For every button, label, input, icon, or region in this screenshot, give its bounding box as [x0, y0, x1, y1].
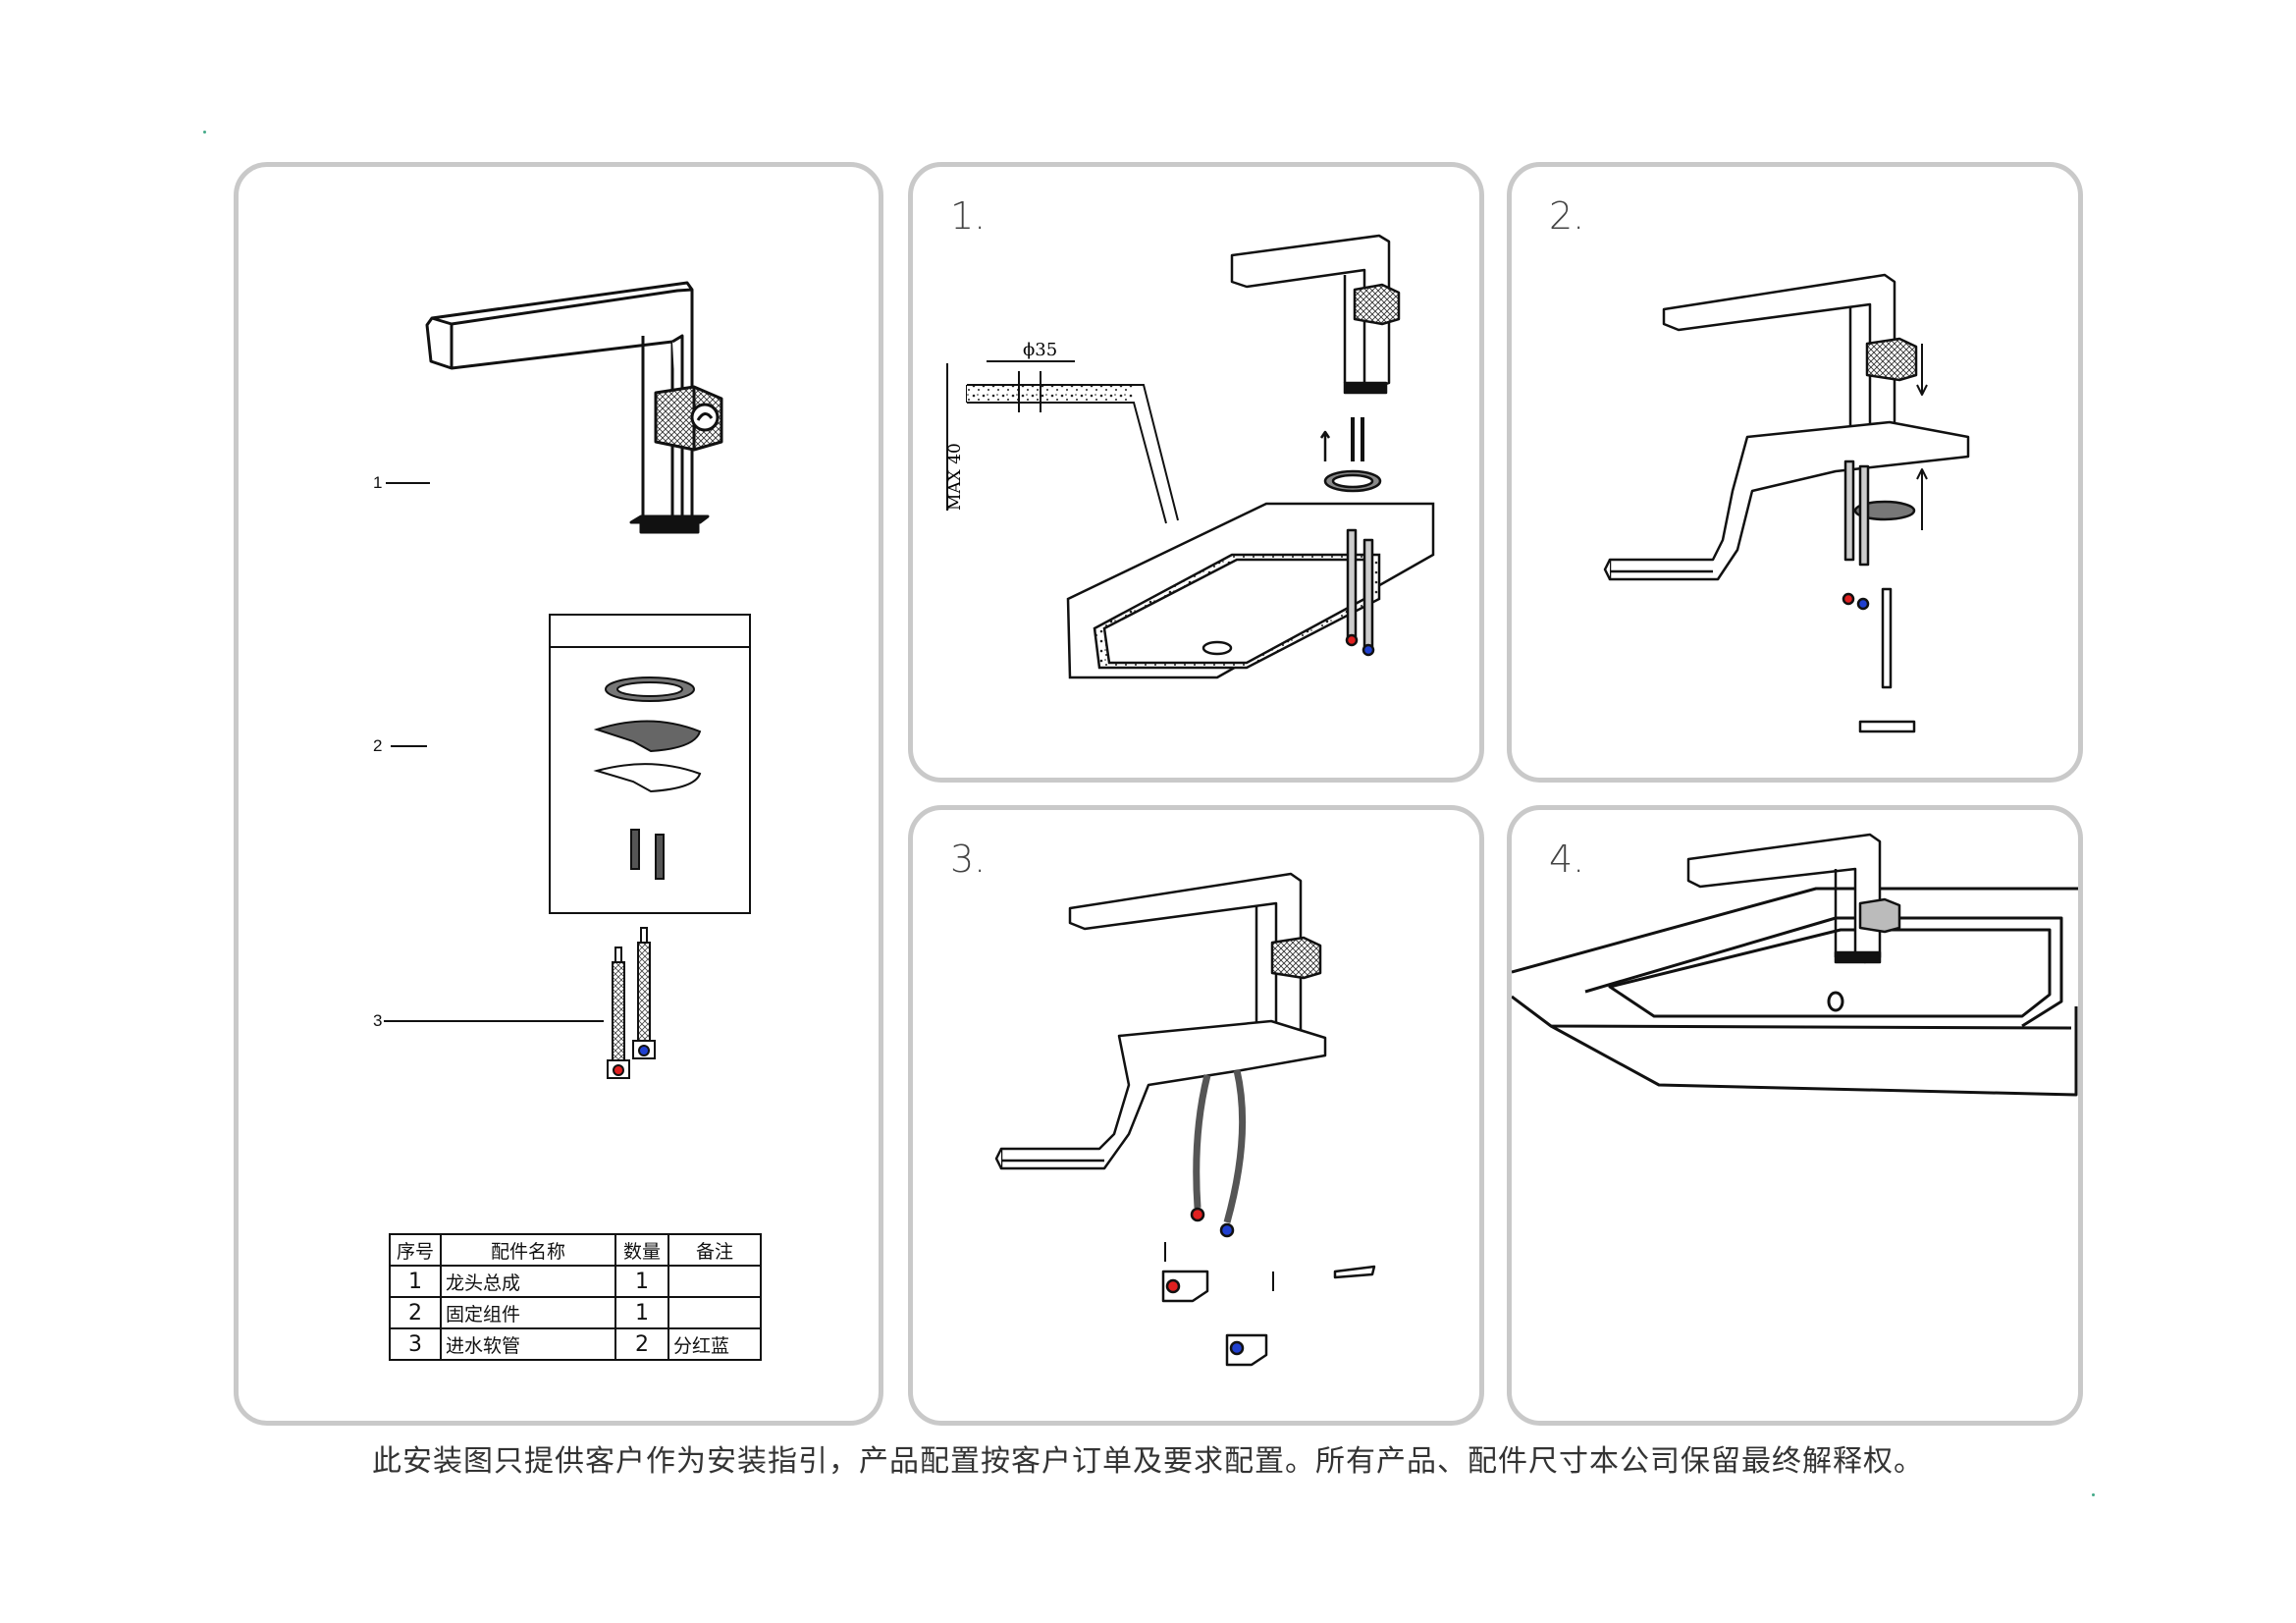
header-note: 备注	[667, 1233, 762, 1267]
disclaimer-note: 此安装图只提供客户作为安装指引，产品配置按客户订单及要求配置。所有产品、配件尺寸…	[372, 1444, 1924, 1479]
cell-no: 3	[389, 1327, 442, 1361]
step-4-panel: 4.	[1507, 805, 2083, 1426]
fixing-kit-parts	[593, 676, 702, 880]
parts-illustration	[384, 281, 751, 1079]
fixing-kit-box	[549, 614, 751, 914]
basin-drawing	[1066, 502, 1435, 679]
cell-no: 1	[389, 1265, 442, 1298]
diameter-label: ϕ35	[1023, 340, 1057, 360]
parts-table-header: 序号 配件名称 数量 备注	[389, 1233, 762, 1267]
step-3-illustration	[994, 872, 1376, 1367]
countertop-section	[946, 360, 1179, 524]
parts-overview-panel: 1 2 3 序号 配件名称 数量 备注 1 龙头总成 1 2 固定组件 1 3 …	[234, 162, 883, 1426]
step-3-panel: 3.	[908, 805, 1484, 1426]
faucet-with-hoses	[994, 872, 1376, 1367]
step-2-panel: 2.	[1507, 162, 2083, 783]
parts-table: 序号 配件名称 数量 备注 1 龙头总成 1 2 固定组件 1 3 进水软管 2…	[389, 1233, 762, 1361]
callout-1: 1	[373, 473, 383, 492]
inlet-hoses-drawing	[607, 927, 656, 1079]
callout-3: 3	[373, 1011, 383, 1030]
cell-name: 固定组件	[440, 1296, 616, 1329]
corner-mark-top	[203, 131, 206, 134]
header-name: 配件名称	[440, 1233, 616, 1267]
table-row: 1 龙头总成 1	[389, 1265, 762, 1298]
cell-qty: 2	[614, 1327, 669, 1361]
step-4-illustration	[1512, 833, 2078, 1097]
cell-qty: 1	[614, 1265, 669, 1298]
faucet-assembly-drawing	[425, 281, 723, 534]
faucet-on-counter	[1603, 273, 1970, 733]
step-number: 2.	[1549, 194, 1585, 238]
cell-note	[667, 1296, 762, 1329]
callout-2: 2	[373, 736, 383, 755]
step-1-illustration: ϕ35 MAX 40	[945, 234, 1435, 679]
cell-note: 分红蓝	[667, 1327, 762, 1361]
step-number: 1.	[950, 194, 987, 238]
table-row: 3 进水软管 2 分红蓝	[389, 1327, 762, 1361]
table-row: 2 固定组件 1	[389, 1296, 762, 1329]
installed-basin	[1512, 887, 2078, 1097]
installed-faucet	[1686, 833, 1901, 964]
cell-name: 龙头总成	[440, 1265, 616, 1298]
cell-note	[667, 1265, 762, 1298]
max-thickness-label: MAX 40	[945, 443, 965, 511]
header-no: 序号	[389, 1233, 442, 1267]
faucet-exploded	[1230, 234, 1401, 657]
header-qty: 数量	[614, 1233, 669, 1267]
cell-no: 2	[389, 1296, 442, 1329]
step-number: 4.	[1549, 838, 1585, 881]
cell-qty: 1	[614, 1296, 669, 1329]
step-number: 3.	[950, 838, 987, 881]
cell-name: 进水软管	[440, 1327, 616, 1361]
step-2-illustration	[1603, 273, 1970, 733]
step-1-panel: 1. ϕ35 MAX 40	[908, 162, 1484, 783]
corner-mark-bottom	[2092, 1493, 2095, 1496]
